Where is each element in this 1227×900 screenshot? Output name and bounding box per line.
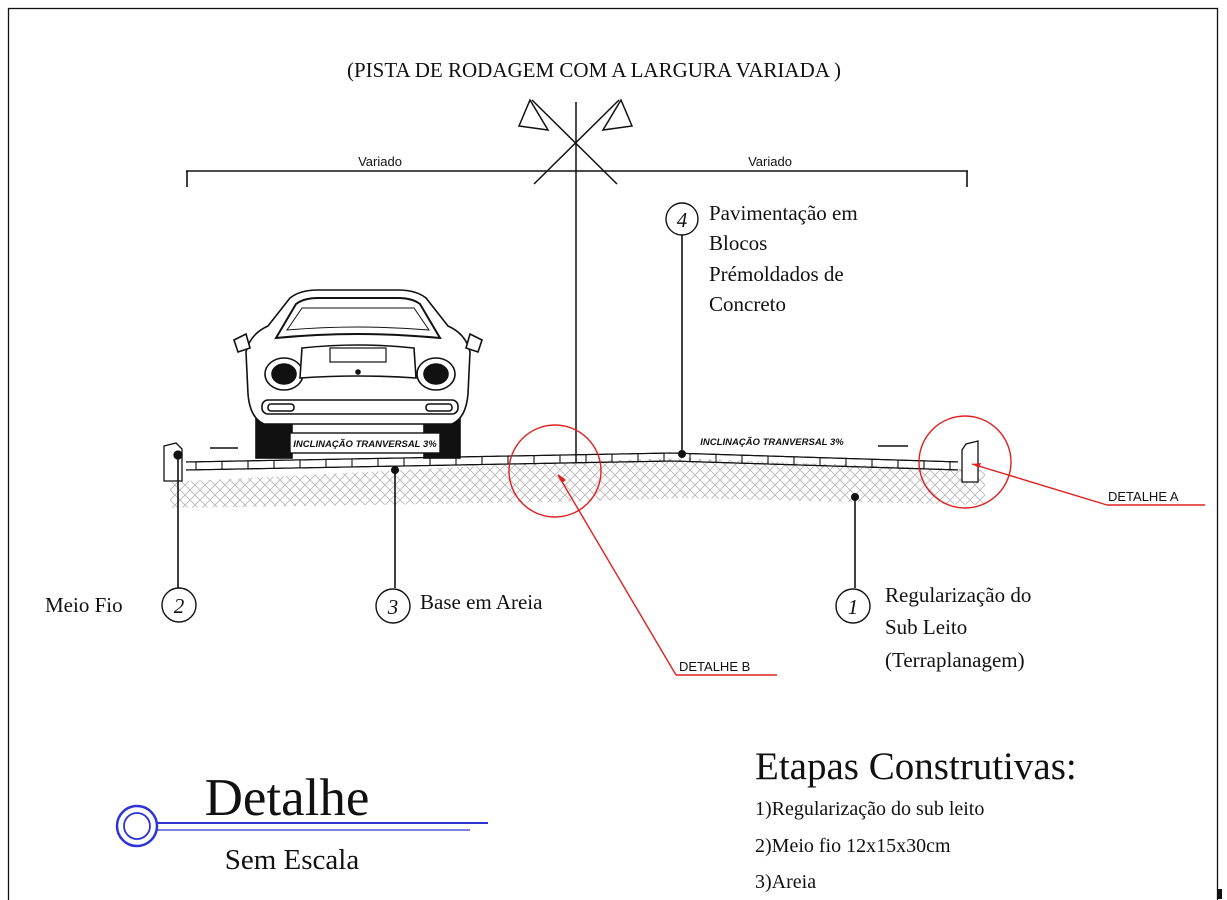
callout-1-line-2: Sub Leito xyxy=(885,615,967,639)
callout-1-line-3: (Terraplanagem) xyxy=(885,648,1025,672)
width-label-right: Variado xyxy=(748,154,792,169)
steps-heading: Etapas Construtivas: xyxy=(755,745,1077,788)
subgrade-layer xyxy=(170,458,985,508)
callout-4-line-1: Pavimentação em xyxy=(709,201,858,225)
title-block-title: Detalhe xyxy=(205,769,370,827)
callout-4-line-4: Concreto xyxy=(709,292,786,316)
inclination-label-left: INCLINAÇÃO TRANVERSAL 3% xyxy=(293,439,437,450)
curb-left xyxy=(163,442,183,482)
callout-2-number: 2 xyxy=(174,594,185,618)
car-front-view-icon xyxy=(233,289,483,459)
inclination-label-right: INCLINAÇÃO TRANVERSAL 3% xyxy=(700,437,844,448)
detail-b-label: DETALHE B xyxy=(679,659,750,674)
detail-b-marker xyxy=(508,424,777,676)
paving-blocks xyxy=(185,452,959,471)
callout-2-line-1: Meio Fio xyxy=(45,593,123,617)
construction-steps: Etapas Construtivas: 1)Regularização do … xyxy=(755,745,1077,893)
step-item-2: 2)Meio fio 12x15x30cm xyxy=(755,835,951,857)
callout-4-line-2: Blocos xyxy=(709,231,767,255)
detail-a-marker xyxy=(918,415,1205,509)
paving-bottom-edge xyxy=(185,460,959,471)
centerline-axis-icon xyxy=(517,98,634,462)
width-label-left: Variado xyxy=(358,154,402,169)
drawing-frame xyxy=(7,7,1219,900)
step-item-3: 3)Areia xyxy=(755,871,816,893)
detail-a-arrow-icon xyxy=(972,463,981,468)
callout-4: 4 Pavimentação em Blocos Prémoldados de … xyxy=(665,201,858,458)
curb-right xyxy=(961,440,979,483)
callout-1-line-1: Regularização do xyxy=(885,583,1031,607)
detail-a-label: DETALHE A xyxy=(1108,489,1179,504)
corner-mark xyxy=(1218,889,1222,899)
callout-1: 1 Regularização do Sub Leito (Terraplana… xyxy=(835,493,1031,672)
drawing-title: (PISTA DE RODAGEM COM A LARGURA VARIADA … xyxy=(347,58,841,82)
callout-3-number: 3 xyxy=(387,595,399,619)
detail-b-arrow-icon xyxy=(558,474,566,483)
pavement-markings xyxy=(210,445,908,449)
callout-3: 3 Base em Areia xyxy=(375,466,543,624)
title-block-marker-icon xyxy=(115,804,488,848)
paving-top-edge xyxy=(185,452,959,463)
callout-3-line-1: Base em Areia xyxy=(420,590,543,614)
width-dimension: Variado Variado xyxy=(186,154,968,187)
title-block-subtitle: Sem Escala xyxy=(225,844,360,876)
callout-4-number: 4 xyxy=(677,208,688,232)
callout-4-line-3: Prémoldados de xyxy=(709,262,844,286)
step-item-1: 1)Regularização do sub leito xyxy=(755,798,984,820)
callout-2: 2 Meio Fio xyxy=(45,455,197,623)
callout-1-number: 1 xyxy=(848,595,859,619)
